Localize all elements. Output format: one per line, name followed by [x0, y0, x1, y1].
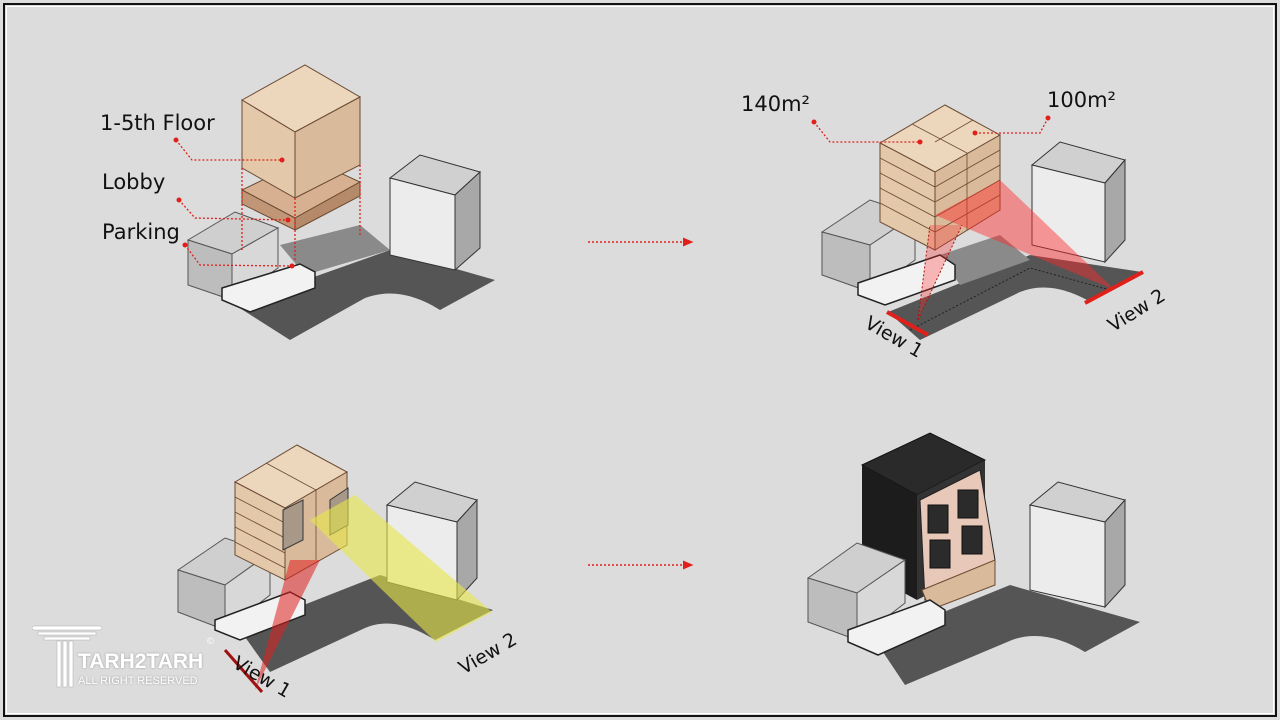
ground-plane: [888, 255, 1142, 340]
label-lobby: Lobby: [102, 170, 166, 194]
view-cone-red: [255, 560, 320, 690]
diagram-views-plan: [811, 104, 1144, 340]
ground-plane: [875, 585, 1140, 685]
view-cone-yellow: [310, 495, 492, 642]
diagram-final: [806, 432, 1140, 685]
diagram-views-facade: [176, 444, 493, 693]
copyright-mark: ©: [206, 637, 215, 647]
view-line-2: [1084, 270, 1144, 305]
view-cone-2: [935, 180, 1115, 290]
label-floors: 1-5th Floor: [100, 111, 215, 135]
slide-frame: [3, 3, 1277, 717]
view-line-1: [886, 310, 929, 337]
logo-name: TARH2TARH: [78, 650, 204, 673]
logo: © TARH2TARH ALL RIGHT RESERVED: [30, 625, 230, 690]
ramp: [280, 225, 390, 275]
ground-plane: [235, 250, 495, 340]
label-parking: Parking: [102, 220, 180, 244]
area-label-100: 100m²: [1047, 88, 1116, 112]
logo-subtitle: ALL RIGHT RESERVED: [78, 675, 198, 687]
diagram-massing: [173, 64, 495, 340]
parking-base: [221, 263, 316, 313]
area-label-140: 140m²: [741, 92, 810, 116]
facade-panel: [282, 499, 304, 551]
logo-column-icon: [31, 625, 103, 688]
